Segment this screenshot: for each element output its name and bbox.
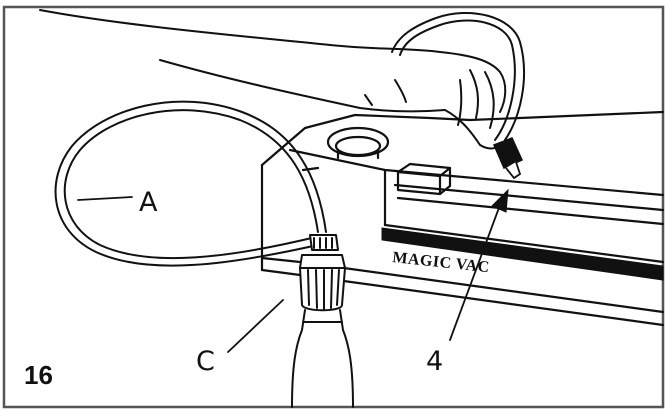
hose-upper-icon [399,19,516,141]
callout-c: C [196,346,215,377]
callout-a: A [139,187,158,218]
figure-frame [2,5,665,409]
hose-icon [54,100,327,267]
leader-line-c [227,299,284,353]
vacuum-sealer-icon [260,110,665,327]
seal-bar [381,227,664,281]
leader-line-a [77,196,133,201]
figure-number: 16 [24,360,53,390]
callout-4: 4 [426,346,443,377]
arrow-icon [449,188,509,341]
nozzle-icon [493,137,523,180]
bottle-icon [291,234,354,408]
